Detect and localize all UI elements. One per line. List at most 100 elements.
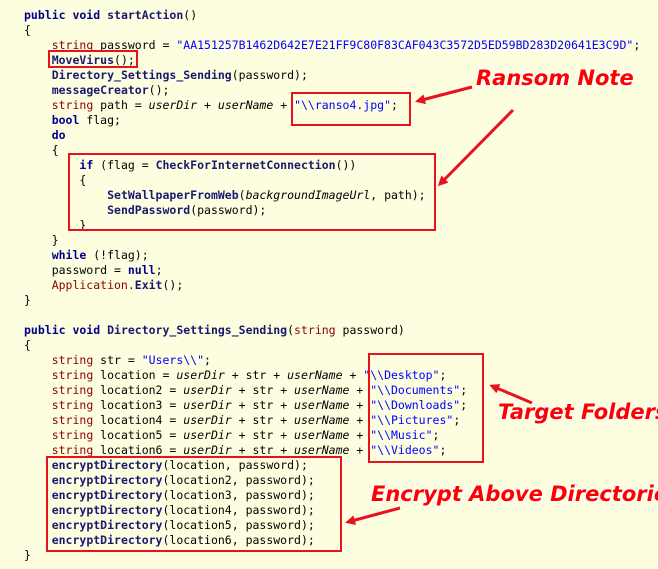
code-token: + <box>349 398 371 412</box>
code-line: { <box>24 338 31 353</box>
code-line: } <box>24 548 31 563</box>
wallpaper-block-highlight-box <box>68 153 436 231</box>
code-token: (location2, password); <box>162 473 315 487</box>
code-token: encryptDirectory <box>51 503 163 517</box>
code-token: userDir <box>176 368 225 382</box>
code-token: location2 = <box>93 383 184 397</box>
code-token: { <box>24 143 59 157</box>
code-token: "Users\\" <box>141 353 205 367</box>
code-token: } <box>24 293 31 307</box>
code-token: } <box>24 218 87 232</box>
code-line: encryptDirectory(location2, password); <box>24 473 315 488</box>
code-line: Directory_Settings_Sending(password); <box>24 68 308 83</box>
encrypt-calls-highlight-box <box>46 456 342 552</box>
code-token: ; <box>204 353 211 367</box>
code-token: location5 = <box>93 428 184 442</box>
code-token: SetWallpaperFromWeb <box>107 188 239 202</box>
code-line: { <box>24 23 31 38</box>
code-token: null <box>127 263 156 277</box>
code-token: ; <box>439 368 447 382</box>
target-folders-highlight-box <box>368 353 484 463</box>
code-token: "\\Desktop" <box>363 368 440 382</box>
code-line: Application.Exit(); <box>24 278 184 293</box>
code-token: public void <box>24 323 108 337</box>
code-token: userDir <box>183 443 232 457</box>
movevirus-highlight-box <box>48 50 138 68</box>
code-token: location = <box>93 368 177 382</box>
code-token: string <box>51 98 94 112</box>
code-token: startAction <box>107 8 184 22</box>
code-token: userName <box>294 413 350 427</box>
code-token: ; <box>155 263 163 277</box>
code-token: SendPassword <box>107 203 191 217</box>
code-token: + <box>349 383 371 397</box>
code-token: (); <box>148 83 170 97</box>
code-token: + str + <box>231 413 295 427</box>
code-line: { <box>24 173 86 188</box>
code-token: + str + <box>231 428 295 442</box>
code-token: do <box>51 128 66 142</box>
wallpaper-arrow <box>437 108 515 187</box>
code-line: public void startAction() <box>24 8 197 23</box>
code-token: ; <box>460 398 468 412</box>
code-token: ()) <box>335 158 357 172</box>
code-token: { <box>24 23 31 37</box>
code-line: if (flag = CheckForInternetConnection()) <box>24 158 356 173</box>
code-token: + <box>197 98 218 112</box>
code-line: string path = userDir + userName + "\\ra… <box>24 98 398 113</box>
code-token: (location6, password); <box>162 533 315 547</box>
code-token: ; <box>432 428 440 442</box>
code-token: string <box>51 353 94 367</box>
code-line: string password = "AA151257B1462D642E7E2… <box>24 38 641 53</box>
code-token: userName <box>294 398 350 412</box>
code-token: encryptDirectory <box>51 518 163 532</box>
code-line: SetWallpaperFromWeb(backgroundImageUrl, … <box>24 188 426 203</box>
code-token: (password); <box>231 68 308 82</box>
code-token: "\\Music" <box>370 428 433 442</box>
code-token: Directory_Settings_Sending <box>107 323 288 337</box>
code-line: { <box>24 143 59 158</box>
code-token: userName <box>287 368 343 382</box>
code-line: MoveVirus(); <box>24 53 135 68</box>
code-line: do <box>24 128 66 143</box>
code-line: } <box>24 233 59 248</box>
code-token: string <box>51 443 94 457</box>
code-token: public void <box>24 8 108 22</box>
code-token: encryptDirectory <box>51 473 163 487</box>
code-token: "\\ranso4.jpg" <box>294 98 391 112</box>
code-token: ; <box>460 383 468 397</box>
code-token: str = <box>93 353 142 367</box>
code-line: string location5 = userDir + str + userN… <box>24 428 440 443</box>
code-token: + <box>349 443 371 457</box>
code-token: userDir <box>183 413 232 427</box>
target-folders-label: Target Folders <box>498 400 658 424</box>
code-token: userDir <box>183 398 232 412</box>
code-line: encryptDirectory(location3, password); <box>24 488 315 503</box>
code-token: , path); <box>370 188 426 202</box>
code-token: if <box>79 158 94 172</box>
code-token: "\\Documents" <box>370 383 461 397</box>
code-token: encryptDirectory <box>51 488 163 502</box>
code-token: CheckForInternetConnection <box>155 158 336 172</box>
code-line: string location3 = userDir + str + userN… <box>24 398 467 413</box>
code-token: } <box>24 548 31 562</box>
code-token: ( <box>287 323 295 337</box>
code-line: string location6 = userDir + str + userN… <box>24 443 447 458</box>
code-token: string <box>294 323 336 337</box>
code-token: (location5, password); <box>162 518 315 532</box>
code-line: string location2 = userDir + str + userN… <box>24 383 467 398</box>
code-token: userDir <box>183 428 232 442</box>
code-line: encryptDirectory(location5, password); <box>24 518 315 533</box>
code-token: { <box>24 173 87 187</box>
code-token: string <box>51 383 94 397</box>
code-token: encryptDirectory <box>51 533 163 547</box>
code-line: encryptDirectory(location, password); <box>24 458 308 473</box>
code-token: (); <box>162 278 184 292</box>
code-token: bool <box>51 113 80 127</box>
code-token: flag; <box>79 113 121 127</box>
code-token: ; <box>633 38 641 52</box>
code-line: string str = "Users\\"; <box>24 353 211 368</box>
code-token: MoveVirus <box>51 53 115 67</box>
code-line: SendPassword(password); <box>24 203 266 218</box>
